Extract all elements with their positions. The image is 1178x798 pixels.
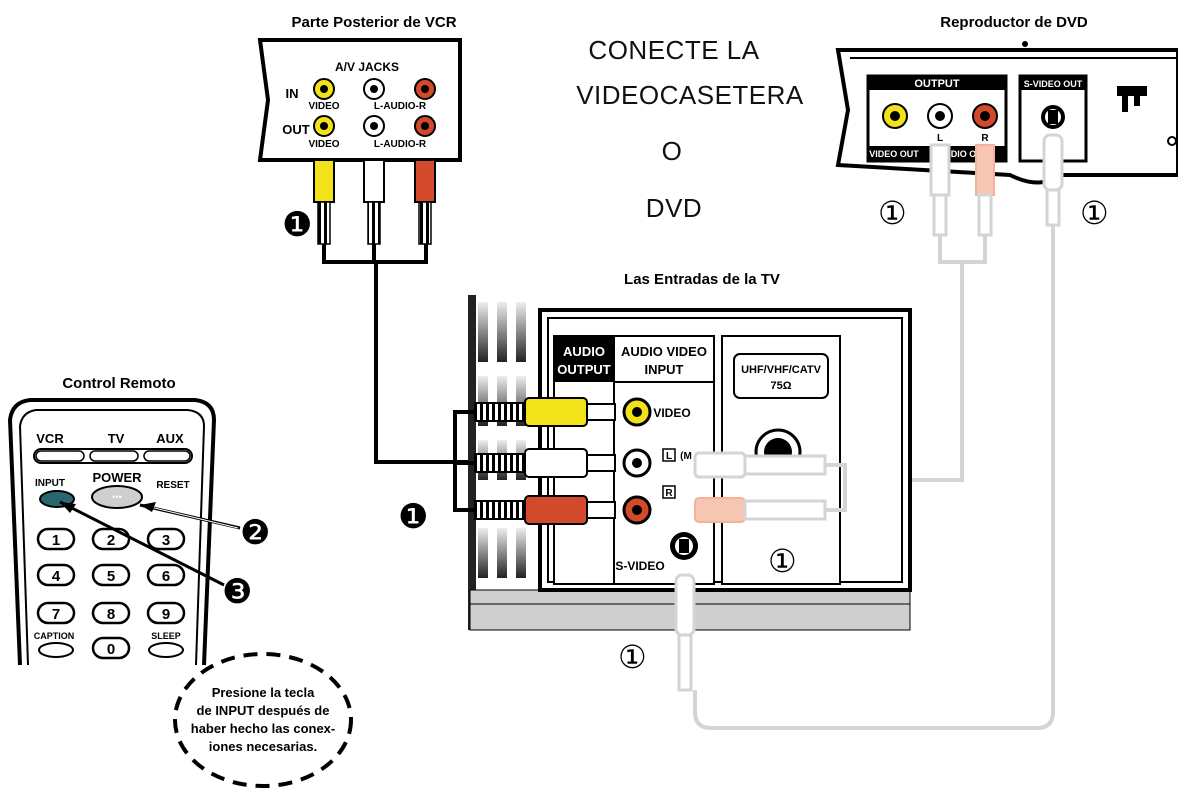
vcr-in-label: IN — [286, 86, 299, 101]
remote-key-7[interactable] — [36, 601, 76, 625]
dvd-l-label: L — [937, 133, 943, 144]
remote-sleep-label: SLEEP — [151, 631, 181, 641]
tv-audio-output-label: AUDIO — [563, 344, 605, 359]
dvd-audio-out-label: AUDIO OUT — [938, 149, 989, 159]
input-note-bubble: Presione la tecla de INPUT después de ha… — [173, 652, 353, 788]
remote-key-6[interactable] — [146, 563, 186, 587]
remote-reset-label: RESET — [156, 480, 189, 491]
remote-key-9[interactable] — [146, 601, 186, 625]
tv-video-label: VIDEO — [653, 406, 690, 420]
tv-l-label: L — [666, 451, 672, 462]
remote-caption-label: CAPTION — [34, 631, 75, 641]
tv-audio-output-label-2: OUTPUT — [557, 362, 611, 377]
svg-text:•••: ••• — [112, 492, 121, 502]
dvd-player-heading: Reproductor de DVD — [940, 14, 1088, 31]
center-title-line3: O — [662, 136, 683, 166]
tv-av-input-label-1: AUDIO VIDEO — [621, 344, 707, 359]
vcr-jacks-title: A/V JACKS — [335, 60, 399, 74]
remote-tv-button[interactable] — [89, 450, 139, 462]
svg-text:4: 4 — [52, 568, 61, 585]
dvd-player-unit: OUTPUT L R VIDEO OUT AUDIO OUT S-VIDEO O… — [835, 41, 1178, 185]
vcr-in-audio-label: L-AUDIO-R — [374, 101, 427, 112]
dvd-r-label: R — [981, 133, 989, 144]
remote-control: VCR TV AUX INPUT POWER RESET ••• 1 2 3 4… — [7, 398, 217, 666]
tv-dvd-faded-plugs — [674, 451, 847, 692]
vcr-rca-plugs — [313, 159, 436, 264]
tv-uhf-label: UHF/VHF/CATV — [741, 364, 822, 376]
vcr-out-audio-label: L-AUDIO-R — [374, 139, 427, 150]
tv-vcr-plugs — [453, 397, 616, 525]
svg-text:2: 2 — [107, 532, 115, 549]
vcr-out-label: OUT — [282, 122, 310, 137]
vcr-out-video-label: VIDEO — [308, 139, 339, 150]
dvd-faded-plugs — [929, 133, 1064, 264]
svg-text:1: 1 — [52, 532, 60, 549]
step-one-dvd-audio-marker: ① — [878, 194, 907, 232]
svg-text:3: 3 — [162, 532, 170, 549]
svg-text:8: 8 — [107, 606, 115, 623]
remote-vcr-label: VCR — [36, 431, 64, 446]
step-one-dvd-svideo-marker: ① — [1080, 194, 1109, 232]
step-one-vcr-marker: ❶ — [282, 205, 312, 245]
center-title-line1: CONECTE LA — [588, 35, 759, 65]
note-line4: iones necesarias. — [209, 739, 317, 754]
remote-power-button[interactable] — [91, 485, 143, 509]
svg-text:9: 9 — [162, 606, 170, 623]
remote-caption-button[interactable] — [38, 642, 74, 658]
vcr-panel: A/V JACKS IN OUT VIDEO L-AUDIO-R VIDEO L… — [257, 38, 462, 162]
dvd-svideo-cable — [693, 225, 1055, 730]
note-line1: Presione la tecla — [212, 685, 315, 700]
remote-heading: Control Remoto — [62, 375, 175, 392]
center-title-line4: DVD — [646, 193, 702, 223]
remote-aux-label: AUX — [156, 431, 184, 446]
remote-vcr-button[interactable] — [35, 450, 85, 462]
remote-power-label: POWER — [92, 470, 142, 485]
remote-key-0[interactable] — [91, 636, 131, 660]
svg-text:6: 6 — [162, 568, 170, 585]
tv-back-panel: AUDIO OUTPUT AUDIO VIDEO INPUT UHF/VHF/C… — [468, 295, 912, 631]
tv-r-label: R — [665, 488, 673, 499]
vcr-in-video-label: VIDEO — [308, 101, 339, 112]
remote-key-1[interactable] — [36, 527, 76, 551]
step-two-marker: ❷ — [240, 513, 270, 553]
dvd-video-out-label: VIDEO OUT — [869, 149, 919, 159]
remote-arrows — [59, 500, 241, 587]
remote-tv-label: TV — [108, 431, 125, 446]
vcr-back-heading: Parte Posterior de VCR — [291, 14, 456, 31]
tv-mono-label: (M — [680, 451, 692, 462]
remote-keypad: 1 2 3 4 5 6 7 8 9 0 — [36, 527, 186, 660]
remote-aux-button[interactable] — [143, 450, 191, 462]
dvd-svideo-out-label: S-VIDEO OUT — [1024, 79, 1083, 89]
remote-key-5[interactable] — [91, 563, 131, 587]
tv-inputs-heading: Las Entradas de la TV — [624, 271, 780, 288]
svg-text:0: 0 — [107, 641, 115, 658]
vcr-to-tv-cable — [374, 262, 470, 464]
svg-text:5: 5 — [107, 568, 115, 585]
tv-ohm-label: 75Ω — [770, 380, 791, 392]
step-one-tv-audio-marker: ① — [768, 542, 797, 580]
step-three-marker: ❸ — [222, 572, 252, 612]
tv-av-input-label-2: INPUT — [645, 362, 684, 377]
remote-key-4[interactable] — [36, 563, 76, 587]
svg-text:7: 7 — [52, 606, 60, 623]
remote-key-8[interactable] — [91, 601, 131, 625]
step-one-tv-marker: ❶ — [398, 497, 428, 537]
note-line3: haber hecho las conex- — [191, 721, 336, 736]
remote-input-label: INPUT — [35, 478, 65, 489]
center-title-line2: VIDEOCASETERA — [576, 80, 804, 110]
dvd-output-label: OUTPUT — [914, 78, 960, 90]
note-line2: de INPUT después de — [197, 703, 330, 718]
remote-sleep-button[interactable] — [148, 642, 184, 658]
step-one-tv-svideo-marker: ① — [618, 638, 647, 676]
tv-svideo-label: S-VIDEO — [615, 559, 664, 573]
remote-key-3[interactable] — [146, 527, 186, 551]
